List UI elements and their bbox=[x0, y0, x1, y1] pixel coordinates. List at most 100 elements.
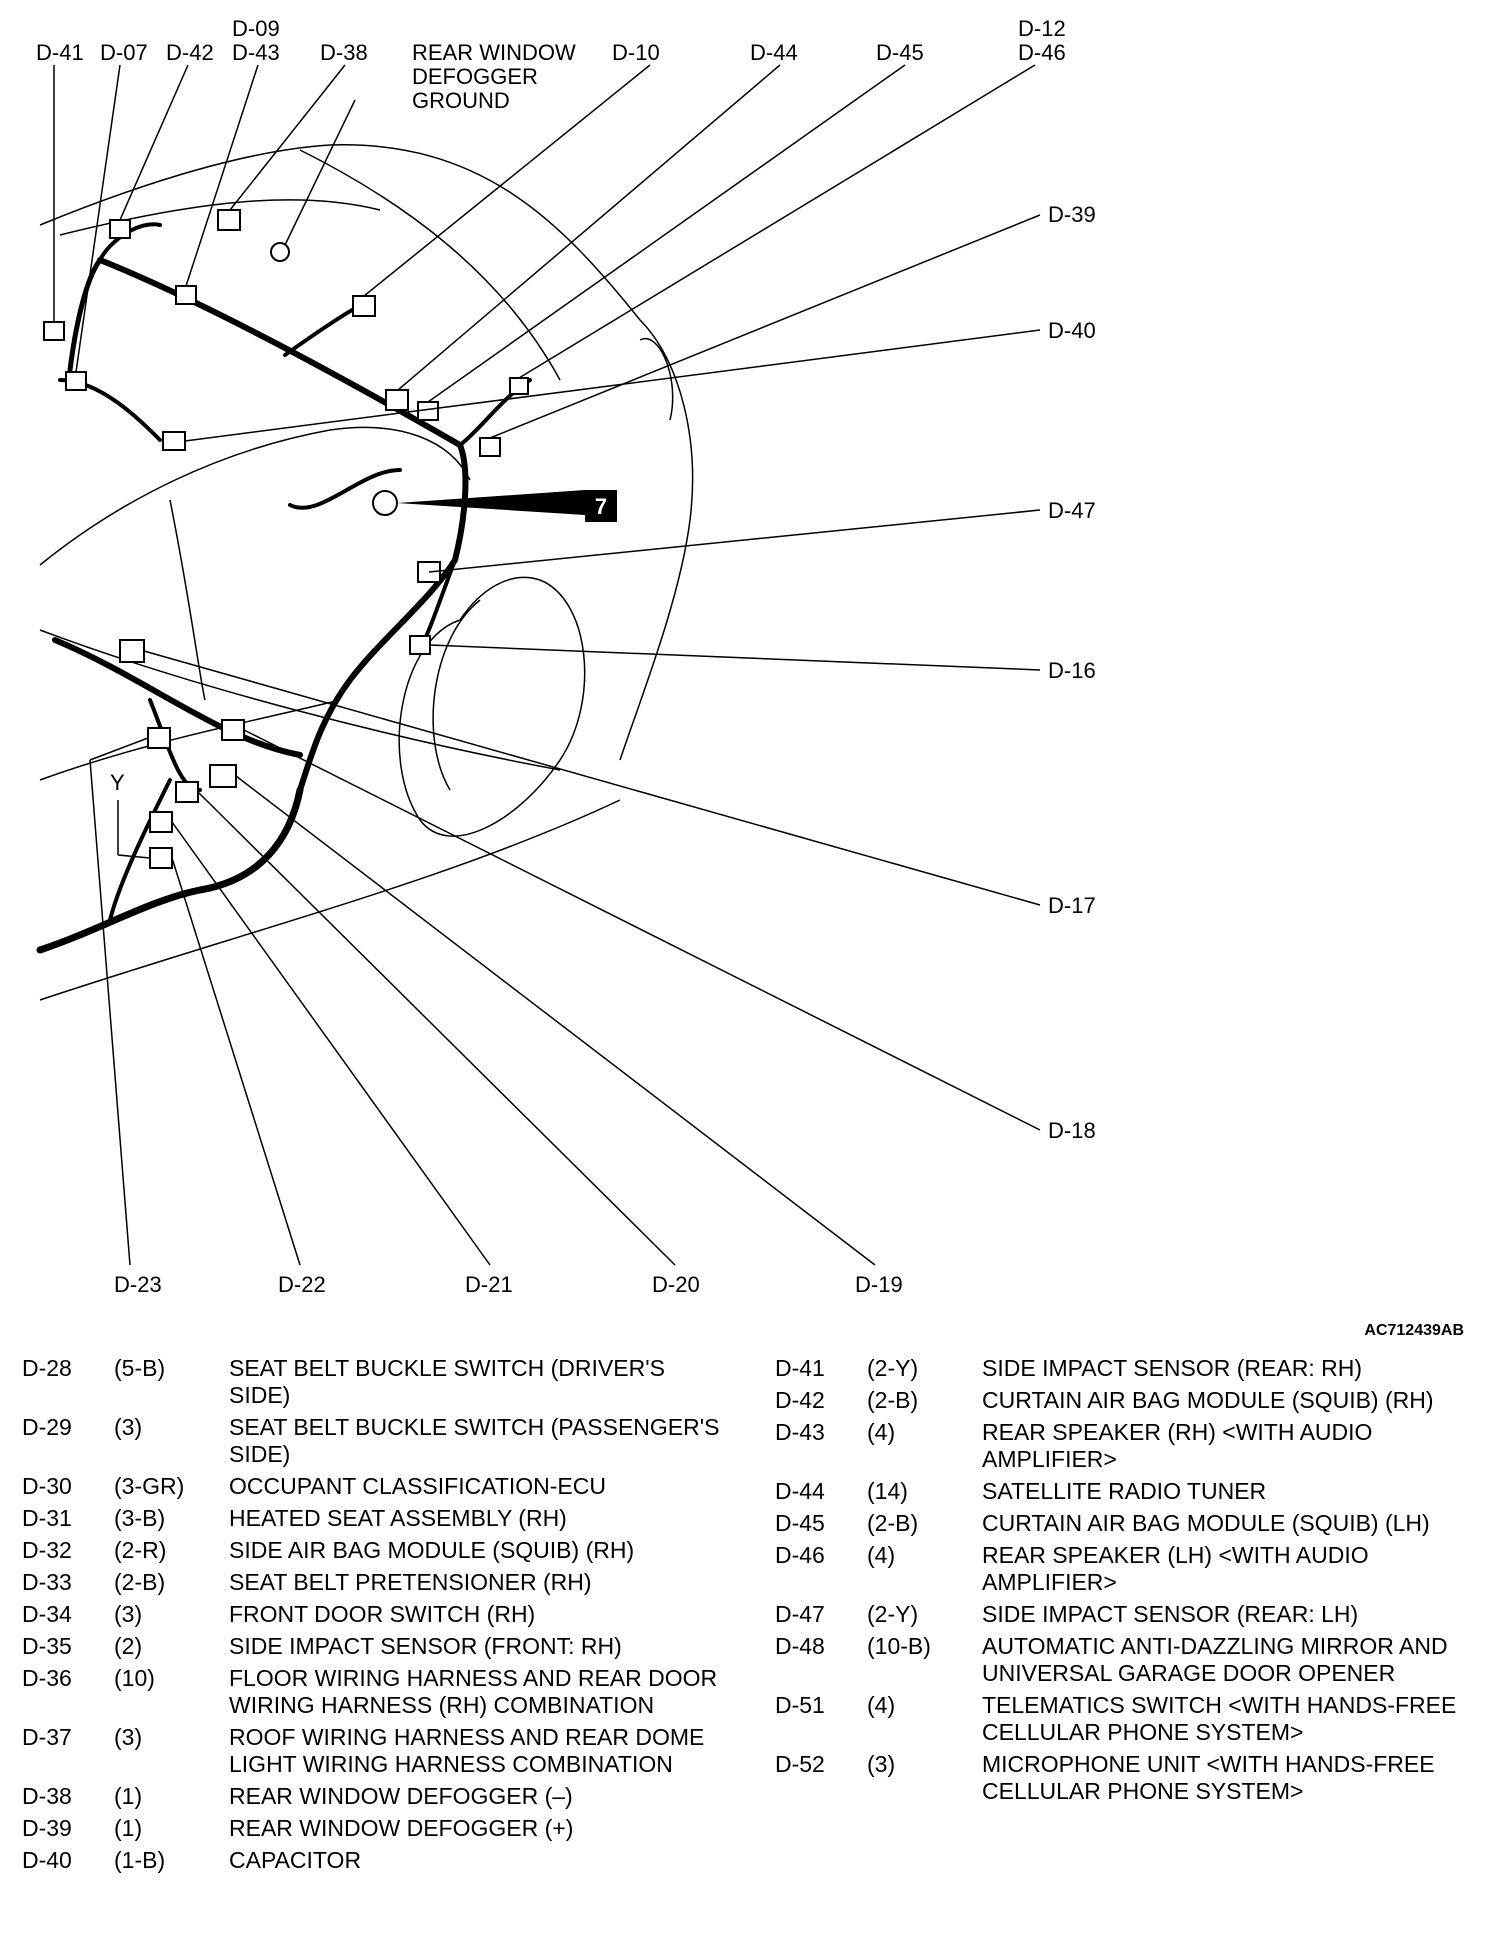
label-d21: D-21 bbox=[465, 1272, 513, 1297]
legend-pin-spec: (14) bbox=[867, 1478, 908, 1504]
legend-row: D-41(2-Y)SIDE IMPACT SENSOR (REAR: RH) bbox=[775, 1355, 1475, 1382]
ground-number-box bbox=[585, 490, 617, 522]
connector-d23 bbox=[147, 727, 171, 749]
legend-connector-id: D-52 bbox=[775, 1751, 825, 1777]
legend-connector-id: D-30 bbox=[22, 1473, 72, 1499]
legend-connector-id: D-35 bbox=[22, 1633, 72, 1659]
label-rear-window-3: GROUND bbox=[412, 88, 510, 113]
main-harness-wires bbox=[36, 222, 532, 954]
legend-pin-spec: (3) bbox=[114, 1414, 143, 1440]
connectors bbox=[43, 209, 529, 869]
vehicle-body-outline bbox=[39, 144, 694, 1001]
label-d17: D-17 bbox=[1048, 893, 1096, 918]
connector-labels: D-41 D-07 D-42 D-09 D-43 D-38 REAR WINDO… bbox=[36, 16, 1096, 1297]
legend-description: REAR WINDOW DEFOGGER (–) bbox=[229, 1783, 573, 1809]
legend-pin-spec: (1) bbox=[114, 1815, 143, 1841]
label-rear-window-1: REAR WINDOW bbox=[412, 40, 576, 65]
label-d07: D-07 bbox=[100, 40, 148, 65]
legend-row: D-30 (3-GR) OCCUPANT CLASSIFICATION-ECU bbox=[22, 1473, 722, 1500]
label-d12: D-12 bbox=[1018, 16, 1066, 41]
legend-row: D-32(2-R)SIDE AIR BAG MODULE (SQUIB) (RH… bbox=[22, 1537, 722, 1564]
label-d47: D-47 bbox=[1048, 498, 1096, 523]
label-d39: D-39 bbox=[1048, 202, 1096, 227]
legend-description: CURTAIN AIR BAG MODULE (SQUIB) (RH) bbox=[982, 1387, 1434, 1413]
legend-pin-spec: (3-GR) bbox=[114, 1473, 185, 1499]
legend-description: REAR SPEAKER (RH) <WITH AUDIO AMPLIFIER> bbox=[982, 1419, 1373, 1472]
connector-d07 bbox=[65, 371, 87, 391]
legend-description: SIDE IMPACT SENSOR (FRONT: RH) bbox=[229, 1633, 622, 1659]
legend-row: D-47(2-Y)SIDE IMPACT SENSOR (REAR: LH) bbox=[775, 1601, 1475, 1628]
legend-description: FLOOR WIRING HARNESS AND REAR DOOR WIRIN… bbox=[229, 1665, 718, 1718]
legend-row: D-40(1-B)CAPACITOR bbox=[22, 1847, 722, 1874]
legend-connector-id: D-33 bbox=[22, 1569, 72, 1595]
legend-pin-spec: (10-B) bbox=[867, 1633, 931, 1659]
label-rear-window-2: DEFOGGER bbox=[412, 64, 538, 89]
legend-row: D-29(3)SEAT BELT BUCKLE SWITCH (PASSENGE… bbox=[22, 1414, 722, 1468]
legend-row: D-52 (3) MICROPHONE UNIT <WITH HANDS-FREE … bbox=[775, 1751, 1475, 1805]
label-d44: D-44 bbox=[750, 40, 798, 65]
label-d42: D-42 bbox=[166, 40, 214, 65]
legend-description: SATELLITE RADIO TUNER bbox=[982, 1478, 1267, 1504]
legend-row: D-43(4)REAR SPEAKER (RH) <WITH AUDIO AMP… bbox=[775, 1419, 1475, 1473]
legend-connector-id: D-32 bbox=[22, 1537, 72, 1563]
legend-row: D-37(3)ROOF WIRING HARNESS AND REAR DOME… bbox=[22, 1724, 722, 1778]
label-d22: D-22 bbox=[278, 1272, 326, 1297]
legend-connector-id: D-36 bbox=[22, 1665, 72, 1691]
wiring-harness-diagram: 7 D-41 D-07 D-42 D-09 D-43 D-38 REAR WIN… bbox=[36, 16, 1096, 1297]
legend-pin-spec: (2-B) bbox=[867, 1387, 919, 1413]
legend-description: SEAT BELT BUCKLE SWITCH (DRIVER'S SIDE) bbox=[229, 1355, 665, 1408]
legend-row: D-45(2-B)CURTAIN AIR BAG MODULE (SQUIB) … bbox=[775, 1510, 1475, 1537]
legend-description: CAPACITOR bbox=[229, 1847, 362, 1873]
legend-connector-id: D-47 bbox=[775, 1601, 825, 1627]
legend-connector-id: D-46 bbox=[775, 1542, 825, 1568]
legend-description: REAR WINDOW DEFOGGER (+) bbox=[229, 1815, 574, 1841]
label-y: Y bbox=[110, 770, 125, 795]
connector-d46 bbox=[509, 377, 529, 395]
legend-row: D-33(2-B)SEAT BELT PRETENSIONER (RH) bbox=[22, 1569, 722, 1596]
legend-row: D-51(4)TELEMATICS SWITCH <WITH HANDS-FRE… bbox=[775, 1692, 1475, 1746]
legend-description: MICROPHONE UNIT <WITH HANDS-FREE CELLULA… bbox=[982, 1751, 1435, 1804]
legend-row: D-34(3)FRONT DOOR SWITCH (RH) bbox=[22, 1601, 722, 1628]
legend-pin-spec: (2) bbox=[114, 1633, 143, 1659]
legend-connector-id: D-40 bbox=[22, 1847, 72, 1873]
label-d40: D-40 bbox=[1048, 318, 1096, 343]
label-d19: D-19 bbox=[855, 1272, 903, 1297]
legend-pin-spec: (10) bbox=[114, 1665, 155, 1691]
connector-d17 bbox=[119, 639, 145, 663]
legend-row: D-44(14)SATELLITE RADIO TUNER bbox=[775, 1478, 1475, 1505]
legend-pin-spec: (2-Y) bbox=[867, 1355, 919, 1381]
legend-connector-id: D-34 bbox=[22, 1601, 72, 1627]
ground-7-callout-wedge bbox=[397, 490, 585, 515]
legend-row: D-39(1)REAR WINDOW DEFOGGER (+) bbox=[22, 1815, 722, 1842]
legend-row: D-38(1)REAR WINDOW DEFOGGER (–) bbox=[22, 1783, 722, 1810]
leader-lines bbox=[53, 64, 1041, 1266]
legend-description: REAR SPEAKER (LH) <WITH AUDIO AMPLIFIER> bbox=[982, 1542, 1369, 1595]
connector-legend-right: D-41(2-Y)SIDE IMPACT SENSOR (REAR: RH) D-… bbox=[775, 1355, 1475, 1810]
label-d18: D-18 bbox=[1048, 1118, 1096, 1143]
connector-d41 bbox=[43, 321, 65, 341]
legend-connector-id: D-28 bbox=[22, 1355, 72, 1381]
legend-connector-id: D-31 bbox=[22, 1505, 72, 1531]
legend-description: HEATED SEAT ASSEMBLY (RH) bbox=[229, 1505, 567, 1531]
connector-d22 bbox=[149, 847, 173, 869]
label-d09: D-09 bbox=[232, 16, 280, 41]
legend-pin-spec: (3) bbox=[867, 1751, 896, 1777]
legend-description: FRONT DOOR SWITCH (RH) bbox=[229, 1601, 536, 1627]
connector-d38 bbox=[217, 209, 241, 231]
legend-description: ROOF WIRING HARNESS AND REAR DOME LIGHT … bbox=[229, 1724, 705, 1777]
legend-pin-spec: (2-R) bbox=[114, 1537, 167, 1563]
legend-pin-spec: (2-B) bbox=[114, 1569, 166, 1595]
legend-pin-spec: (4) bbox=[867, 1692, 896, 1718]
label-d43: D-43 bbox=[232, 40, 280, 65]
connector-d42 bbox=[109, 219, 131, 239]
connector-d44 bbox=[385, 389, 409, 411]
legend-description: OCCUPANT CLASSIFICATION-ECU bbox=[229, 1473, 606, 1499]
legend-connector-id: D-43 bbox=[775, 1419, 825, 1445]
connector-legend-left: D-28(5-B)SEAT BELT BUCKLE SWITCH (DRIVER… bbox=[22, 1355, 722, 1879]
legend-pin-spec: (4) bbox=[867, 1542, 896, 1568]
legend-row: D-48(10-B)AUTOMATIC ANTI-DAZZLING MIRROR… bbox=[775, 1633, 1475, 1687]
legend-connector-id: D-38 bbox=[22, 1783, 72, 1809]
legend-row: D-36 (10) FLOOR WIRING HARNESS AND REAR DO… bbox=[22, 1665, 722, 1719]
connector-d39 bbox=[479, 437, 501, 457]
figure-code: AC712439AB bbox=[1364, 1322, 1464, 1339]
